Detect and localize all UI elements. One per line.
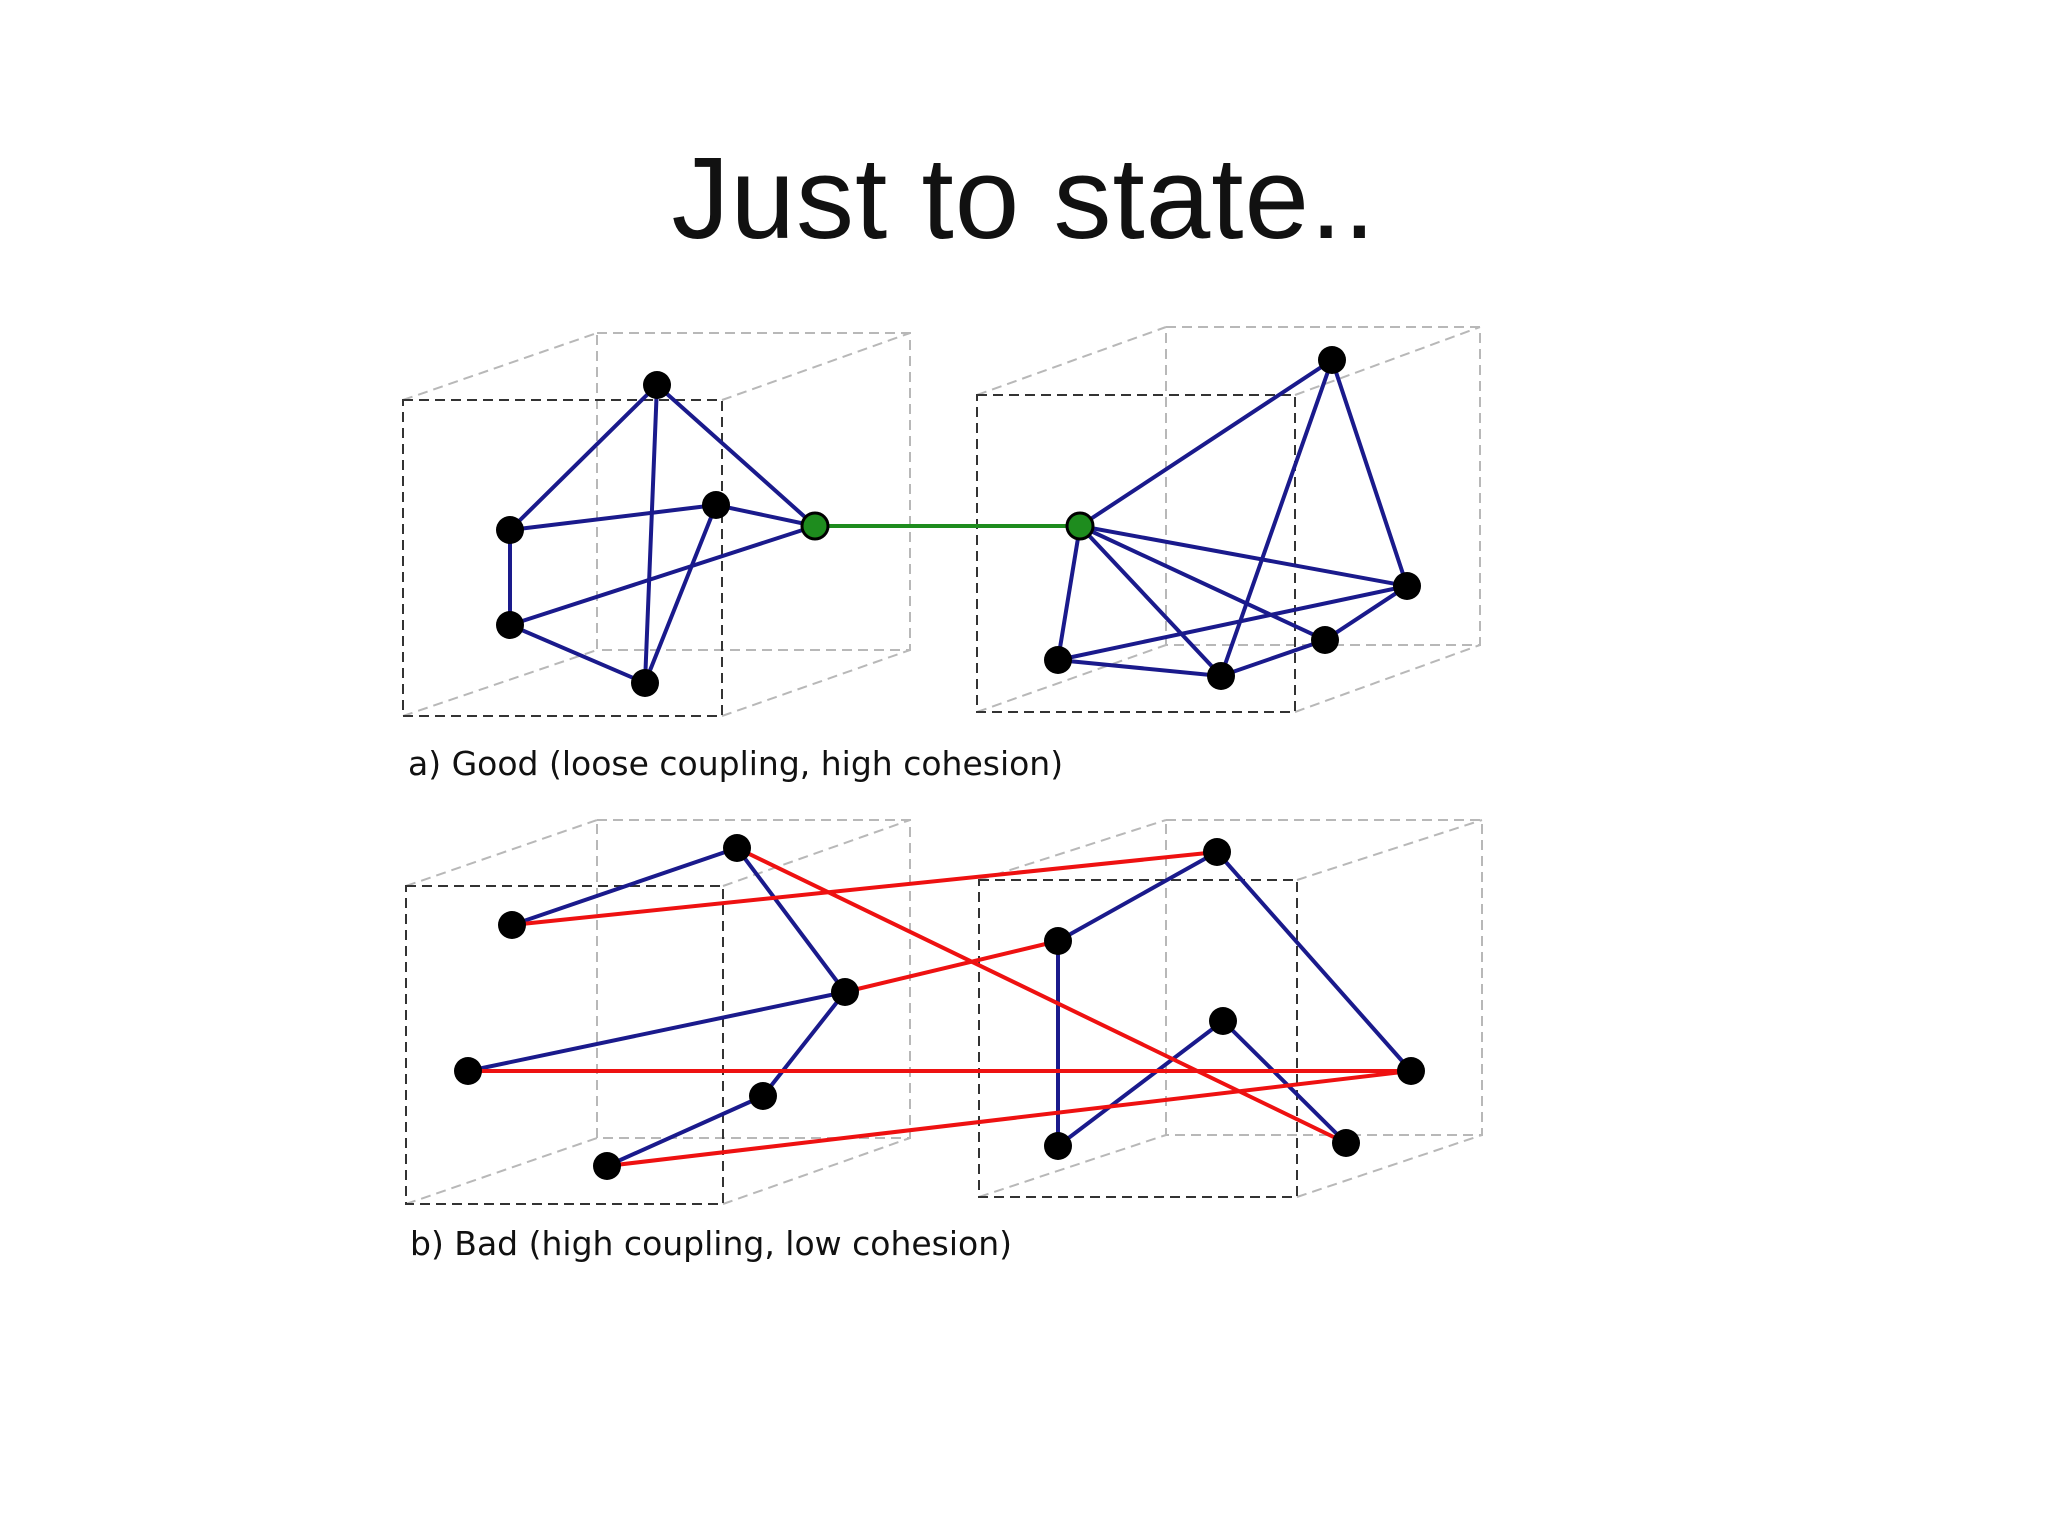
panel-caption-good: a) Good (loose coupling, high cohesion) (408, 744, 1063, 783)
slide-title: Just to state.. (671, 133, 1377, 263)
edge (508, 503, 718, 532)
edge (1078, 524, 1409, 588)
edge (1056, 658, 1223, 678)
node (1397, 1057, 1425, 1085)
module-box-b1 (405, 819, 911, 1205)
edge (1056, 850, 1219, 943)
edge (1078, 524, 1223, 678)
nodes-b (454, 834, 1425, 1180)
edge (1056, 584, 1409, 662)
coupling-edge (843, 939, 1060, 994)
edge (1219, 358, 1334, 678)
node (723, 834, 751, 862)
node (1203, 838, 1231, 866)
edge (1330, 358, 1409, 588)
edge (508, 383, 659, 532)
internal-edges-a1 (508, 383, 817, 685)
node (496, 516, 524, 544)
edge (655, 383, 817, 528)
edge (1221, 1019, 1348, 1145)
edge (735, 846, 847, 994)
boundary-nodes (800, 511, 1095, 541)
node (1209, 1007, 1237, 1035)
edge (1323, 584, 1409, 642)
edge (1215, 850, 1413, 1073)
coupling-edge (510, 850, 1219, 927)
panel-bad: b) Bad (high coupling, low cohesion) (405, 819, 1483, 1263)
node (1044, 927, 1072, 955)
edge (643, 503, 718, 685)
edge (714, 503, 817, 528)
edge (508, 623, 647, 685)
coupling-edges-b (466, 846, 1413, 1168)
internal-edges-a2 (1056, 358, 1409, 678)
node (1207, 662, 1235, 690)
panel-caption-bad: b) Bad (high coupling, low cohesion) (410, 1224, 1012, 1263)
coupling-edge (735, 846, 1348, 1145)
node (1311, 626, 1339, 654)
panel-good: a) Good (loose coupling, high cohesion) (402, 326, 1481, 783)
edge (643, 383, 659, 685)
edge (466, 990, 847, 1073)
node (631, 669, 659, 697)
coupling-edge (605, 1069, 1413, 1168)
edge (605, 1094, 765, 1168)
node (593, 1152, 621, 1180)
edge (761, 990, 847, 1098)
boundary-node (1065, 511, 1095, 541)
nodes-a2 (1044, 346, 1421, 690)
node (1318, 346, 1346, 374)
node (1332, 1129, 1360, 1157)
nodes-a1 (496, 371, 730, 697)
node (1044, 646, 1072, 674)
node (1044, 1132, 1072, 1160)
node (831, 978, 859, 1006)
node (1393, 572, 1421, 600)
module-box-a1 (402, 332, 911, 717)
edge (510, 846, 739, 927)
node (749, 1082, 777, 1110)
edge (1219, 638, 1327, 678)
edge (1078, 358, 1334, 528)
edge (1078, 524, 1327, 642)
edge (508, 524, 817, 627)
node (496, 611, 524, 639)
internal-edges-b (466, 846, 1413, 1168)
module-box-b2 (978, 819, 1483, 1198)
node (498, 911, 526, 939)
boundary-node (800, 511, 830, 541)
module-box-a2 (976, 326, 1481, 713)
node (643, 371, 671, 399)
node (702, 491, 730, 519)
edge (1056, 524, 1082, 662)
edge (1056, 1019, 1225, 1148)
node (454, 1057, 482, 1085)
